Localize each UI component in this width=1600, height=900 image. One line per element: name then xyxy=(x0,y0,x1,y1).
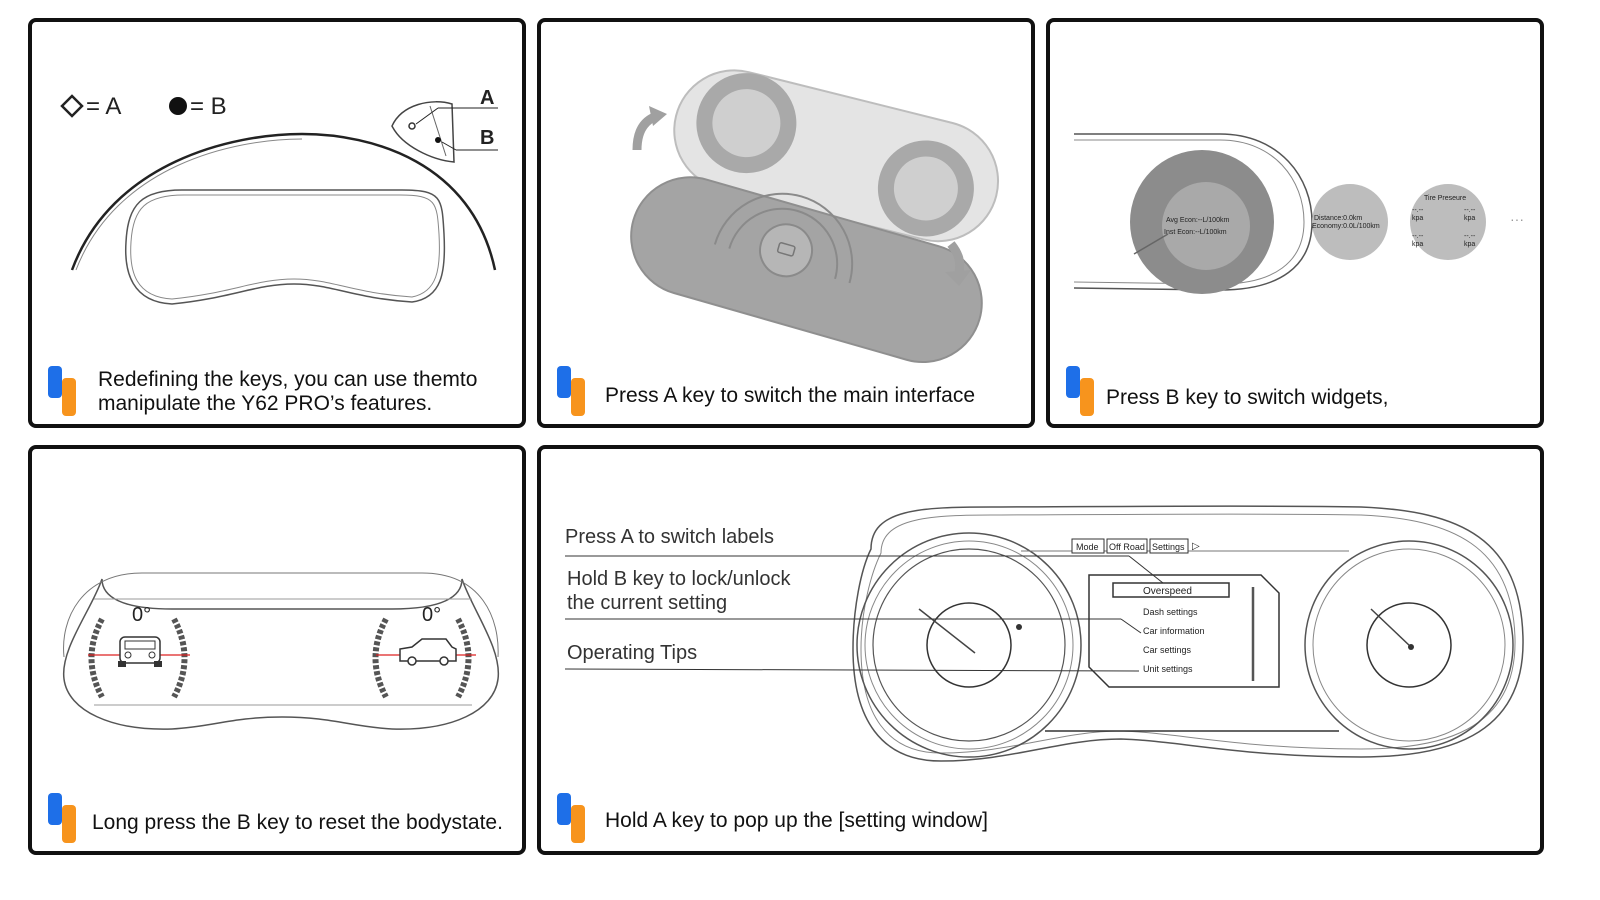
setting-window-diagram: Mode Off Road Settings ▷ Overspeed Dash … xyxy=(564,505,1524,762)
panel-redefine-keys: = A = B A B Redefining the keys, you can… xyxy=(28,18,526,428)
tire-rr-value: --.-- xyxy=(1464,233,1476,240)
caption-switch-widgets: Press B key to switch widgets, xyxy=(1106,386,1389,409)
label-switch-labels: Press A to switch labels xyxy=(565,526,774,548)
tab-bar xyxy=(1071,538,1189,554)
distance-text: Distance:0.0km xyxy=(1314,215,1362,222)
caption-redefine-line2: manipulate the Y62 PRO’s features. xyxy=(98,392,433,415)
side-tilt-gauge xyxy=(372,617,476,699)
menu-item-car-settings[interactable]: Car settings xyxy=(1143,645,1192,655)
caption-redefine-line1: Redefining the keys, you can use themto xyxy=(98,368,478,391)
tire-fl-value: --.-- xyxy=(1412,207,1424,214)
tire-rl-value: --.-- xyxy=(1412,233,1424,240)
tire-rl-unit: kpa xyxy=(1412,241,1423,248)
caption-setting-window: Hold A key to pop up the [setting window… xyxy=(605,809,988,832)
bodystate-diagram: 0° 0° xyxy=(63,572,500,730)
tab-next-arrow-icon[interactable]: ▷ xyxy=(1192,541,1200,552)
angle-right-text: 0° xyxy=(422,604,441,626)
menu-item-car-information[interactable]: Car information xyxy=(1143,626,1205,636)
tire-fr-value: --.-- xyxy=(1464,207,1476,214)
panel-reset-bodystate: 0° 0° Long press the B key to reset the … xyxy=(28,445,526,855)
speedometer-gauge xyxy=(856,532,1082,758)
caption-switch-interface: Press A key to switch the main interface xyxy=(605,384,976,407)
tab-off-road[interactable]: Off Road xyxy=(1109,542,1145,552)
menu-item-dash-settings[interactable]: Dash settings xyxy=(1143,607,1198,617)
panel-switch-interface: Press A key to switch the main interface xyxy=(537,18,1035,428)
tire-title-text: Tire Preseure xyxy=(1424,195,1466,202)
avg-econ-text: Avg Econ:--L/100km xyxy=(1166,217,1229,224)
label-operating-tips: Operating Tips xyxy=(567,642,698,664)
legend-a-text: = A xyxy=(86,93,121,120)
panel-switch-widgets: Avg Econ:--L/100km Inst Econ:--L/100km D… xyxy=(1046,18,1544,428)
caption-reset-bodystate: Long press the B key to reset the bodyst… xyxy=(92,811,503,834)
more-widgets-indicator: ··· xyxy=(1510,211,1524,227)
label-lock-unlock-line1: Hold B key to lock/unlock xyxy=(567,568,791,590)
tip-badge-icon xyxy=(557,366,587,416)
panel-setting-window: Mode Off Road Settings ▷ Overspeed Dash … xyxy=(537,445,1544,855)
suv-front-icon xyxy=(118,636,162,667)
tire-pressure-widget xyxy=(1410,184,1486,260)
cluster-outline-diagram: = A = B A B xyxy=(60,87,498,305)
diamond-key-icon xyxy=(60,94,84,118)
menu-item-unit-settings[interactable]: Unit settings xyxy=(1143,664,1193,674)
economy-text: Economy:0.0L/100km xyxy=(1312,223,1380,230)
tab-mode[interactable]: Mode xyxy=(1076,542,1099,552)
tire-fr-unit: kpa xyxy=(1464,215,1475,222)
tab-settings[interactable]: Settings xyxy=(1152,542,1185,552)
curved-arrow-up-icon xyxy=(632,106,667,151)
tire-fl-unit: kpa xyxy=(1412,215,1423,222)
inst-econ-text: Inst Econ:--L/100km xyxy=(1164,229,1227,236)
tip-badge-icon xyxy=(557,793,587,843)
setting-window xyxy=(1088,574,1280,688)
tip-badge-icon xyxy=(1066,366,1096,416)
tip-badge-icon xyxy=(48,366,78,416)
tire-rr-unit: kpa xyxy=(1464,241,1475,248)
curved-arrow-down-icon xyxy=(945,241,971,286)
angle-left-text: 0° xyxy=(132,604,151,626)
interface-switch-diagram xyxy=(630,69,1000,364)
tachometer-gauge xyxy=(1304,540,1514,750)
front-tilt-gauge xyxy=(88,617,190,699)
dot-key-icon xyxy=(169,97,187,115)
widgets-diagram: Avg Econ:--L/100km Inst Econ:--L/100km D… xyxy=(1073,133,1524,294)
menu-item-overspeed[interactable]: Overspeed xyxy=(1143,586,1192,597)
label-lock-unlock-line2: the current setting xyxy=(567,592,728,614)
legend-b-text: = B xyxy=(190,93,227,120)
trip-widget xyxy=(1312,184,1388,260)
key-b-label: B xyxy=(480,127,494,149)
key-a-label: A xyxy=(480,87,494,109)
tip-badge-icon xyxy=(48,793,78,843)
suv-side-icon xyxy=(399,638,457,666)
